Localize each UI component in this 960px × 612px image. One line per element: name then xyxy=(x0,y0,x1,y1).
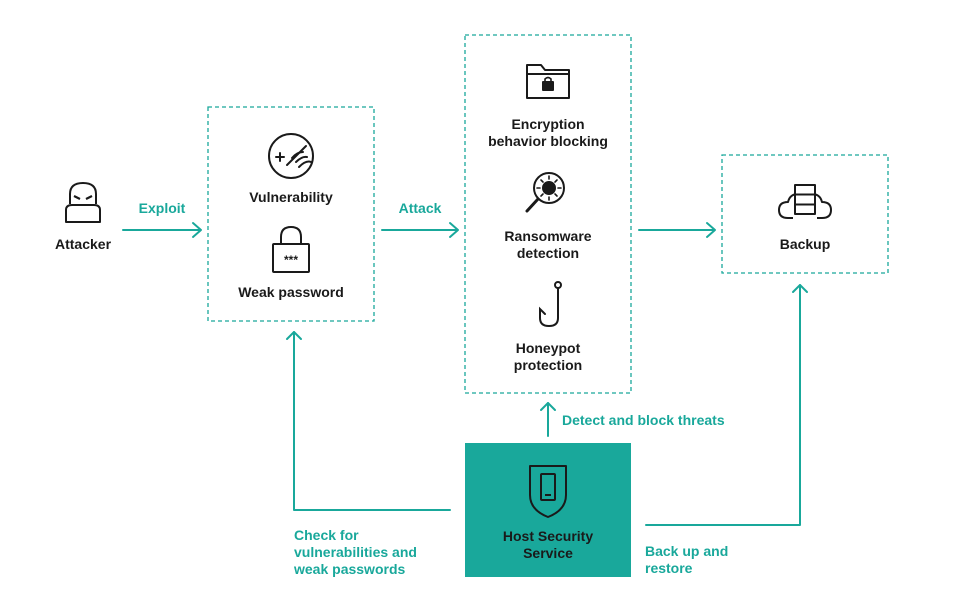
ransomware-label-line2: detection xyxy=(516,245,580,261)
magnifier-virus-icon xyxy=(525,172,565,213)
honeypot-label-line2: protection xyxy=(513,357,583,373)
ransomware-label-line1: Ransomware xyxy=(504,228,592,244)
attack-label: Attack xyxy=(398,200,442,216)
cloud-database-icon xyxy=(778,184,832,219)
hooded-attacker-icon xyxy=(65,182,101,223)
exploit-arrow xyxy=(122,222,202,238)
backup-restore-label-line2: restore xyxy=(645,560,693,576)
protection-group-box xyxy=(464,34,632,394)
detect-block-arrow xyxy=(540,402,556,437)
backup-restore-label: Back up and restore xyxy=(645,543,728,577)
locked-folder-icon xyxy=(526,64,570,99)
honeypot-label-line1: Honeypot xyxy=(515,340,581,356)
check-label: Check for vulnerabilities and weak passw… xyxy=(294,527,417,578)
check-arrow xyxy=(286,331,451,511)
shield-phone-icon xyxy=(529,465,567,518)
check-label-line2: vulnerabilities and xyxy=(294,544,417,560)
backup-label: Backup xyxy=(779,236,831,252)
check-label-line1: Check for xyxy=(294,527,359,543)
vulnerability-label: Vulnerability xyxy=(249,189,333,205)
fishhook-icon xyxy=(539,281,562,328)
detect-block-label: Detect and block threats xyxy=(562,412,725,428)
attacker-label: Attacker xyxy=(54,236,112,252)
check-label-line3: weak passwords xyxy=(294,561,406,577)
backup-restore-arrow xyxy=(645,284,808,526)
hss-label: Host Security Service xyxy=(470,528,626,562)
vulnerability-group-box xyxy=(207,106,375,322)
encryption-label: Encryption behavior blocking xyxy=(470,116,626,150)
ransomware-label: Ransomware detection xyxy=(470,228,626,262)
vulnerability-scan-icon xyxy=(268,133,314,179)
backup-group-box xyxy=(721,154,889,274)
svg-text:***: *** xyxy=(284,253,298,267)
hss-label-line2: Service xyxy=(523,545,573,561)
encryption-label-line1: Encryption xyxy=(511,116,585,132)
honeypot-label: Honeypot protection xyxy=(470,340,626,374)
to-backup-arrow xyxy=(638,222,716,238)
attack-arrow xyxy=(381,222,459,238)
weak-password-label: Weak password xyxy=(238,284,344,300)
encryption-label-line2: behavior blocking xyxy=(488,133,608,149)
padlock-password-icon: *** xyxy=(272,225,310,273)
exploit-label: Exploit xyxy=(138,200,186,216)
hss-label-line1: Host Security xyxy=(502,528,594,544)
backup-restore-label-line1: Back up and xyxy=(645,543,729,559)
